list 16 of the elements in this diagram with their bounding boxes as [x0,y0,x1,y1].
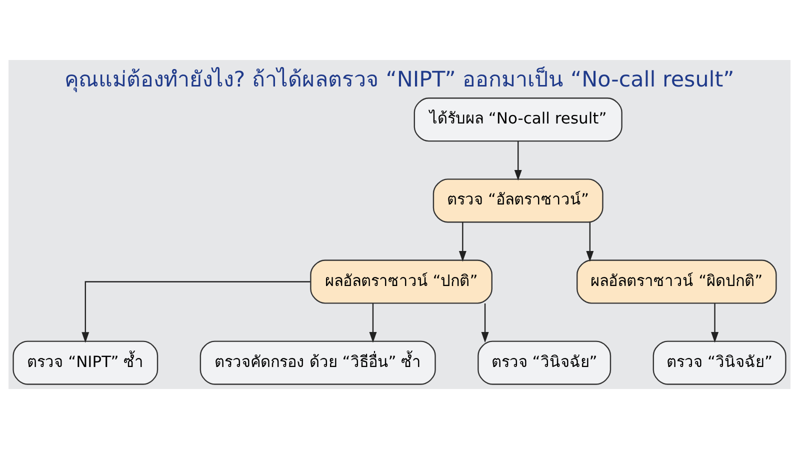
arrow [82,281,310,343]
node-box: ผลอัลตราซาวน์ “ปกติ” [310,260,492,304]
arrow [514,141,522,181]
node-box: ได้รับผล “No-call result” [414,98,622,142]
diagram-title: คุณแม่ต้องทำยังไง? ถ้าได้ผลตรวจ “NIPT” ออกมาเป็น “No-call result” [64,68,734,93]
node-box: ตรวจ “วินิจฉัย” [652,340,786,385]
arrow [586,222,594,262]
arrow [711,303,719,343]
arrow [369,303,377,343]
node-box: ตรวจ “อัลตราซาวน์” [432,178,604,223]
arrow [481,303,489,343]
arrow [458,222,466,262]
node-box: ผลอัลตราซาวน์ “ผิดปกติ” [576,260,777,304]
node-box: ตรวจ “วินิจฉัย” [478,340,612,385]
node-box: ตรวจ “NIPT” ซ้ำ [12,340,158,385]
node-box: ตรวจคัดกรอง ด้วย “วิธีอื่น” ซ้ำ [200,340,436,385]
